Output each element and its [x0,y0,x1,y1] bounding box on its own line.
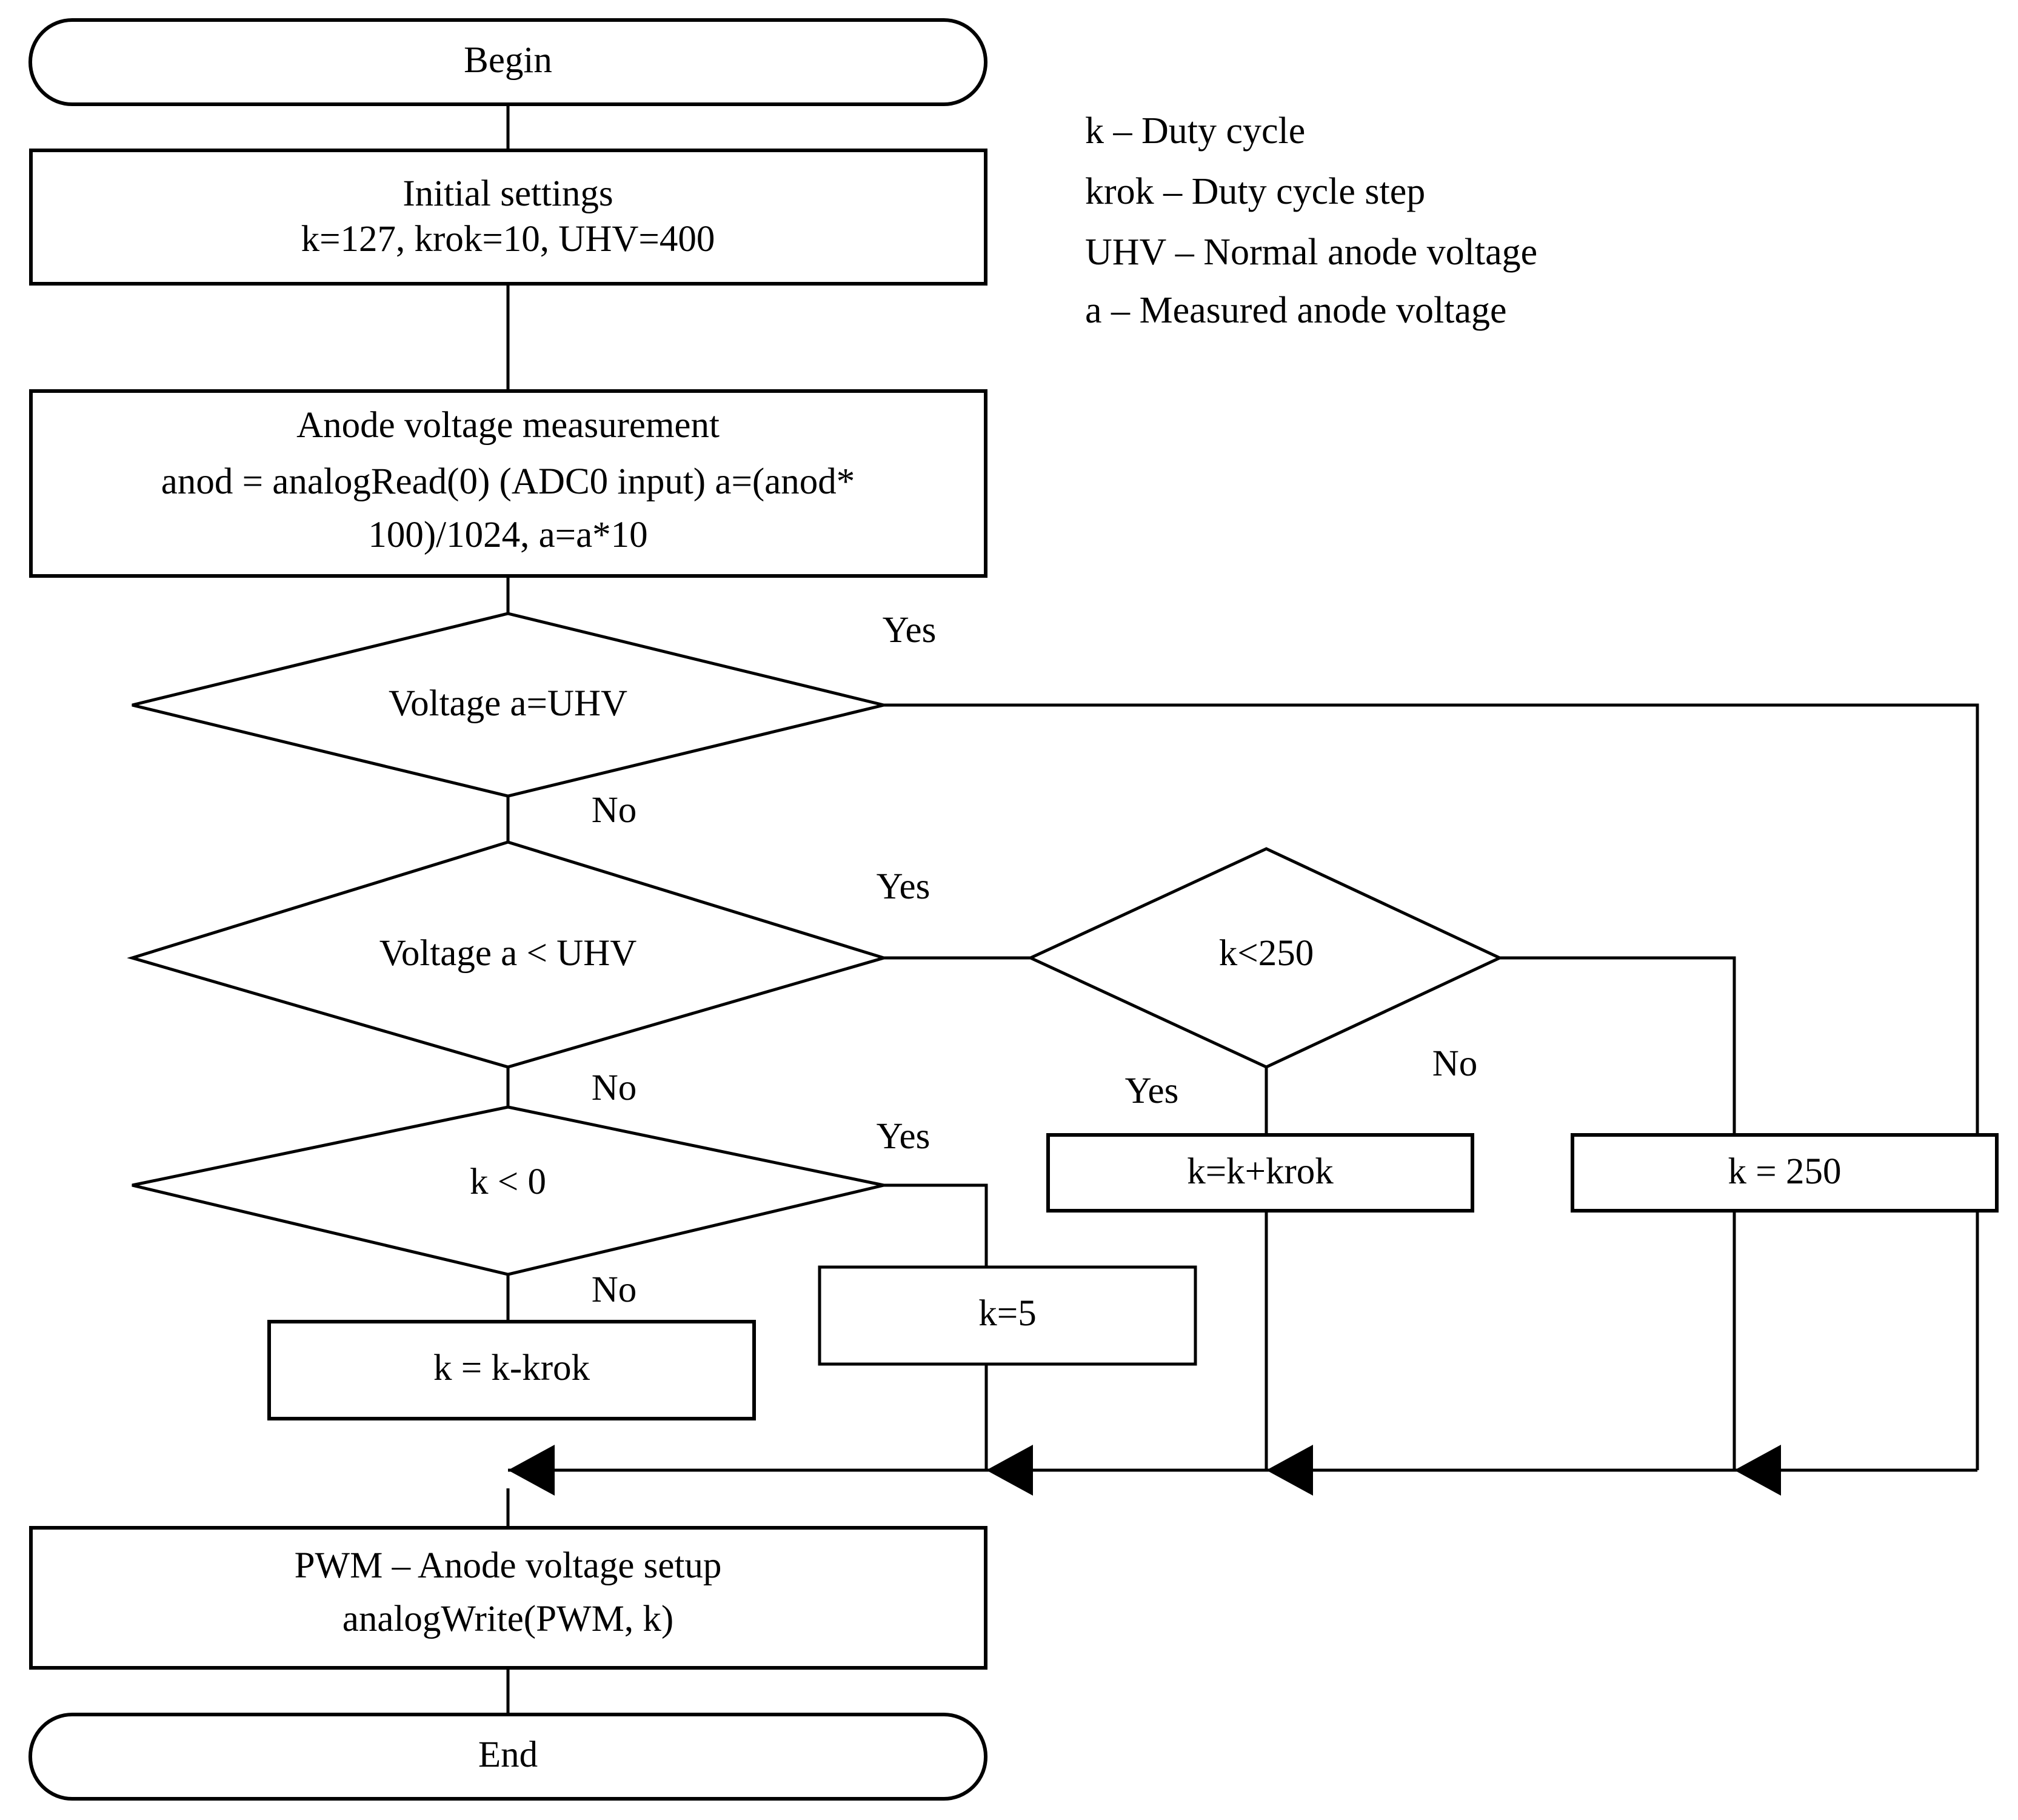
node-k-set-5[interactable]: k=5 [818,1265,1197,1366]
k-set-250-shape [1571,1133,1999,1213]
decision-equal-label: Voltage a=UHV [389,683,627,724]
begin-terminator-shape [28,18,987,106]
arrowhead-bus-k250 [1734,1445,1781,1496]
end-terminator-shape [28,1713,987,1801]
k-minus-krok-label: k = k-krok [433,1348,590,1388]
k-plus-krok-shape [1046,1133,1474,1213]
node-begin[interactable]: Begin [28,18,987,106]
decision-less-label: Voltage a < UHV [379,933,637,974]
connector-k250-no-path [1500,956,1736,1135]
k-plus-krok-label: k=k+krok [1187,1151,1334,1192]
decision-k250-shape [1027,847,1503,1069]
k-set-5-shape [818,1265,1197,1366]
connector-equal-yes-path [884,703,1979,1470]
end-label: End [478,1735,538,1775]
initial-settings-line2: k=127, krok=10, UHV=400 [301,219,715,259]
node-pwm-setup[interactable]: PWM – Anode voltage setup analogWrite(PW… [29,1526,987,1670]
decision-kneg-shape [132,1105,884,1276]
node-decision-voltage-less[interactable]: Voltage a < UHV [127,840,889,1069]
initial-settings-line1: Initial settings [403,173,613,214]
edge-label-kneg-no: No [592,1270,637,1310]
pwm-setup-line1: PWM – Anode voltage setup [295,1545,722,1586]
node-k-plus-krok[interactable]: k=k+krok [1046,1133,1474,1213]
legend-item-3: a – Measured anode voltage [1085,290,1507,331]
anode-measurement-line2: anod = analogRead(0) (ADC0 input) a=(ano… [161,461,855,502]
arrowhead-bus-main [508,1445,555,1496]
anode-measurement-shape [29,389,987,578]
k-minus-krok-shape [267,1320,756,1420]
edge-label-less-no: No [592,1068,637,1108]
edge-label-equal-no: No [592,790,637,831]
k-set-250-label: k = 250 [1728,1151,1842,1192]
initial-settings-shape [29,149,987,286]
node-initial-settings[interactable]: Initial settings k=127, krok=10, UHV=400 [29,149,987,286]
edge-label-kneg-yes: Yes [877,1116,930,1157]
decision-kneg-label: k < 0 [470,1162,546,1202]
legend-item-0: k – Duty cycle [1085,110,1305,152]
arrowhead-bus-kplus [1266,1445,1313,1496]
legend: k – Duty cycle krok – Duty cycle step UH… [1085,110,1537,331]
node-decision-k250[interactable]: k<250 [1027,847,1503,1069]
connector-kneg-yes-path [884,1183,988,1267]
pwm-setup-shape [29,1526,987,1670]
legend-item-1: krok – Duty cycle step [1085,171,1425,212]
node-decision-kneg[interactable]: k < 0 [132,1105,884,1276]
node-end[interactable]: End [28,1713,987,1801]
node-decision-voltage-equal[interactable]: Voltage a=UHV [132,612,884,798]
edge-label-less-yes: Yes [877,866,930,907]
node-k-set-250[interactable]: k = 250 [1571,1133,1999,1213]
edge-label-k250-yes: Yes [1125,1071,1179,1111]
decision-less-shape [127,840,889,1069]
decision-equal-shape [132,612,884,798]
node-k-minus-krok[interactable]: k = k-krok [267,1320,756,1420]
arrowhead-bus-k5 [986,1445,1033,1496]
legend-item-2: UHV – Normal anode voltage [1085,232,1537,273]
anode-measurement-line1: Anode voltage measurement [296,405,720,446]
anode-measurement-line3: 100)/1024, a=a*10 [368,515,647,555]
decision-k250-label: k<250 [1219,933,1314,974]
edge-label-equal-yes: Yes [883,610,937,651]
node-anode-measurement[interactable]: Anode voltage measurement anod = analogR… [29,389,987,578]
begin-label: Begin [464,40,552,81]
edge-label-k250-no: No [1432,1043,1478,1084]
pwm-setup-line2: analogWrite(PWM, k) [342,1599,673,1639]
k-set-5-label: k=5 [978,1293,1036,1334]
